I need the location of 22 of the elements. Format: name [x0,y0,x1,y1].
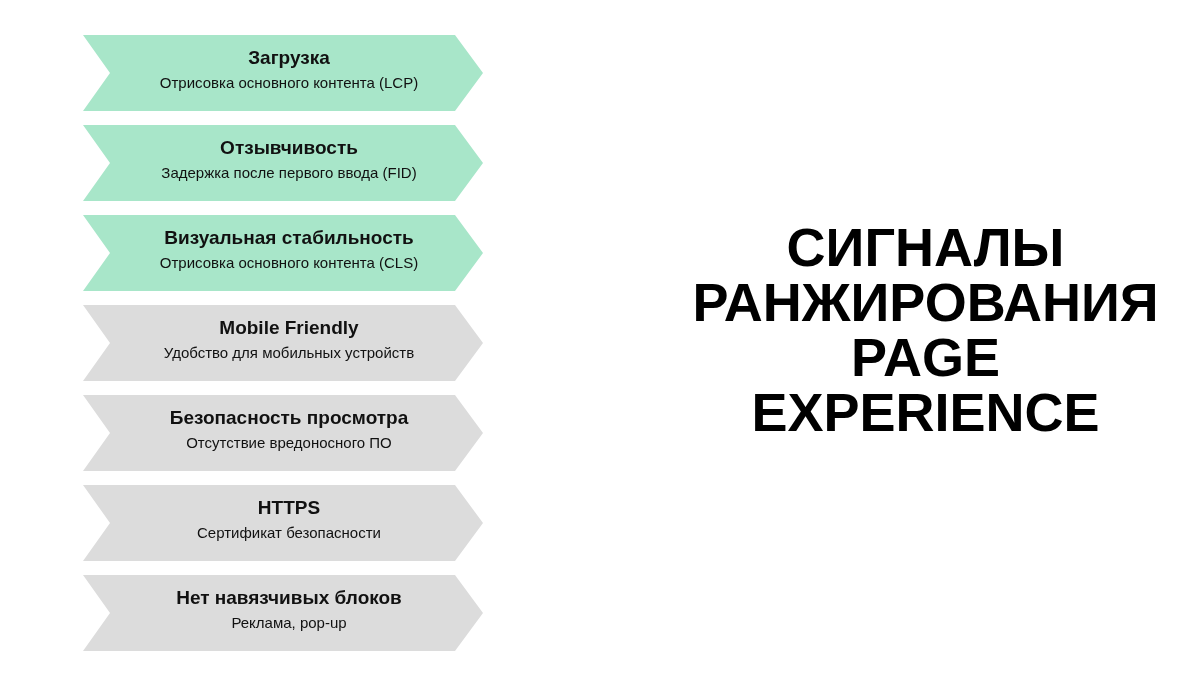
step-title: Нет навязчивых блоков [176,586,402,610]
step-title: Отзывчивость [220,136,358,160]
chevron-step [83,35,483,111]
chevron-step [83,395,483,471]
page-title: СИГНАЛЫ РАНЖИРОВАНИЯ PAGE EXPERIENCE [691,220,1160,440]
chevron-step [83,125,483,201]
step-description: Отрисовка основного контента (LCP) [159,73,419,93]
step-title: Безопасность просмотра [169,406,409,430]
step-title: Визуальная стабильность [164,226,414,250]
step-description: Отрисовка основного контента (CLS) [159,253,419,273]
step-title: Загрузка [248,46,330,70]
step-description: Удобство для мобильных устройств [163,343,415,363]
step-title: Mobile Friendly [219,316,359,340]
chevron-step [83,575,483,651]
chevron-step [83,305,483,381]
step-description: Реклама, pop-up [231,613,347,633]
chevron-step [83,485,483,561]
step-description: Отсутствие вредоносного ПО [186,433,392,453]
step-description: Сертификат безопасности [197,523,381,543]
chevron-step [83,215,483,291]
step-title: HTTPS [257,496,321,520]
step-description: Задержка после первого ввода (FID) [161,163,417,183]
